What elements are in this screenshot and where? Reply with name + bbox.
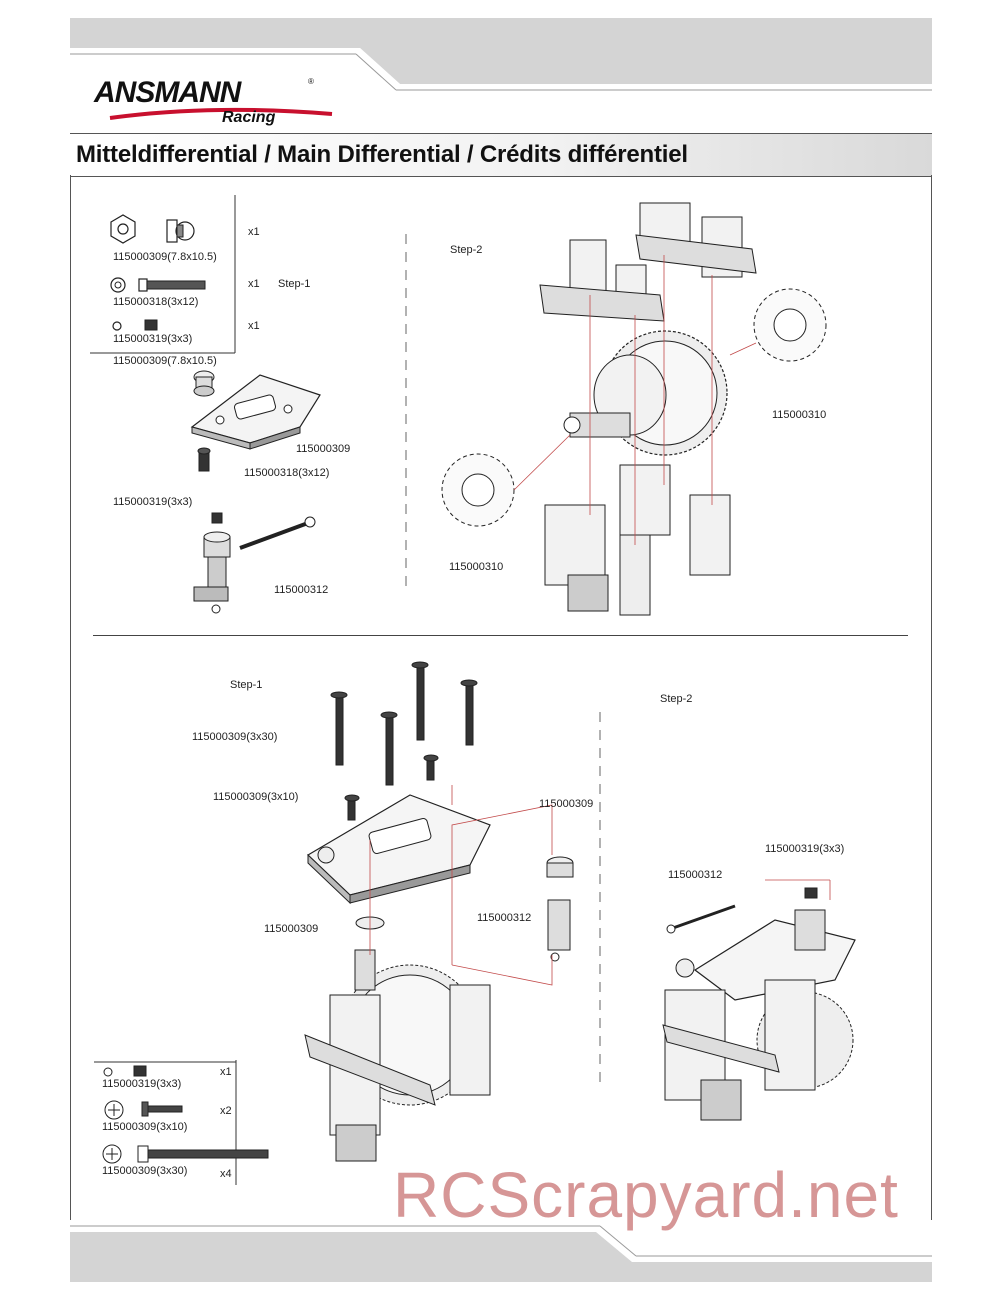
part-code: 115000319(3x3) bbox=[102, 1078, 182, 1090]
svg-text:ANSMANN: ANSMANN bbox=[93, 76, 243, 109]
callout-label: 115000309(7.8x10.5) bbox=[113, 355, 217, 367]
callout-label: 115000309 bbox=[264, 923, 319, 935]
step1-top-assembly-diagram bbox=[190, 370, 321, 614]
page-title: Mitteldifferential / Main Differential /… bbox=[76, 141, 688, 168]
watermark-text: RCScrapyard.net bbox=[393, 1159, 899, 1231]
svg-text:®: ® bbox=[308, 77, 314, 86]
step2-bottom-assembled-diagram bbox=[662, 879, 856, 1121]
callout-label: 115000309(3x30) bbox=[192, 731, 278, 743]
section-divider bbox=[93, 635, 908, 636]
callout-label: 115000319(3x3) bbox=[113, 496, 193, 508]
callout-label: 115000310 bbox=[449, 561, 504, 573]
step-label: Step-1 bbox=[278, 278, 311, 290]
part-qty: x2 bbox=[220, 1105, 232, 1117]
step2-top-differential-diagram bbox=[441, 202, 827, 616]
part-code: 115000318(3x12) bbox=[113, 296, 199, 308]
part-qty: x1 bbox=[248, 320, 260, 332]
part-code: 115000309(7.8x10.5) bbox=[113, 251, 217, 263]
callout-label: 115000309(3x10) bbox=[213, 791, 299, 803]
parts-box-top bbox=[90, 195, 236, 354]
page-title-bar: Mitteldifferential / Main Differential /… bbox=[70, 133, 932, 177]
callout-label: 115000318(3x12) bbox=[244, 467, 330, 479]
callout-label: 115000310 bbox=[772, 409, 827, 421]
part-code: 115000309(3x10) bbox=[102, 1121, 188, 1133]
frame-border-right bbox=[931, 175, 932, 1220]
callout-label: 115000309 bbox=[296, 443, 351, 455]
part-code: 115000319(3x3) bbox=[113, 333, 193, 345]
svg-text:Racing: Racing bbox=[222, 109, 276, 126]
step-label: Step-2 bbox=[660, 693, 693, 705]
brand-logo: ANSMANN ® Racing bbox=[92, 74, 342, 130]
header-band bbox=[70, 18, 932, 91]
part-code: 115000309(3x30) bbox=[102, 1165, 188, 1177]
callout-label: 115000312 bbox=[477, 912, 532, 924]
part-qty: x1 bbox=[248, 226, 260, 238]
part-qty: x1 bbox=[220, 1066, 232, 1078]
step-label: Step-1 bbox=[230, 679, 263, 691]
footer-band bbox=[70, 1225, 932, 1282]
parts-box-top-icons bbox=[110, 214, 206, 331]
part-qty: x4 bbox=[220, 1168, 232, 1180]
part-qty: x1 bbox=[248, 278, 260, 290]
callout-label: 115000312 bbox=[668, 869, 723, 881]
step-divider-dashed bbox=[405, 234, 407, 594]
step-divider-dashed bbox=[599, 712, 601, 1088]
callout-label: 115000312 bbox=[274, 584, 329, 596]
frame-border-left bbox=[70, 175, 71, 1220]
callout-label: 115000319(3x3) bbox=[765, 843, 845, 855]
step-label: Step-2 bbox=[450, 244, 483, 256]
callout-label: 115000309 bbox=[539, 798, 594, 810]
parts-box-bottom bbox=[94, 1060, 269, 1185]
step1-bottom-assembly-diagram bbox=[304, 661, 574, 1162]
